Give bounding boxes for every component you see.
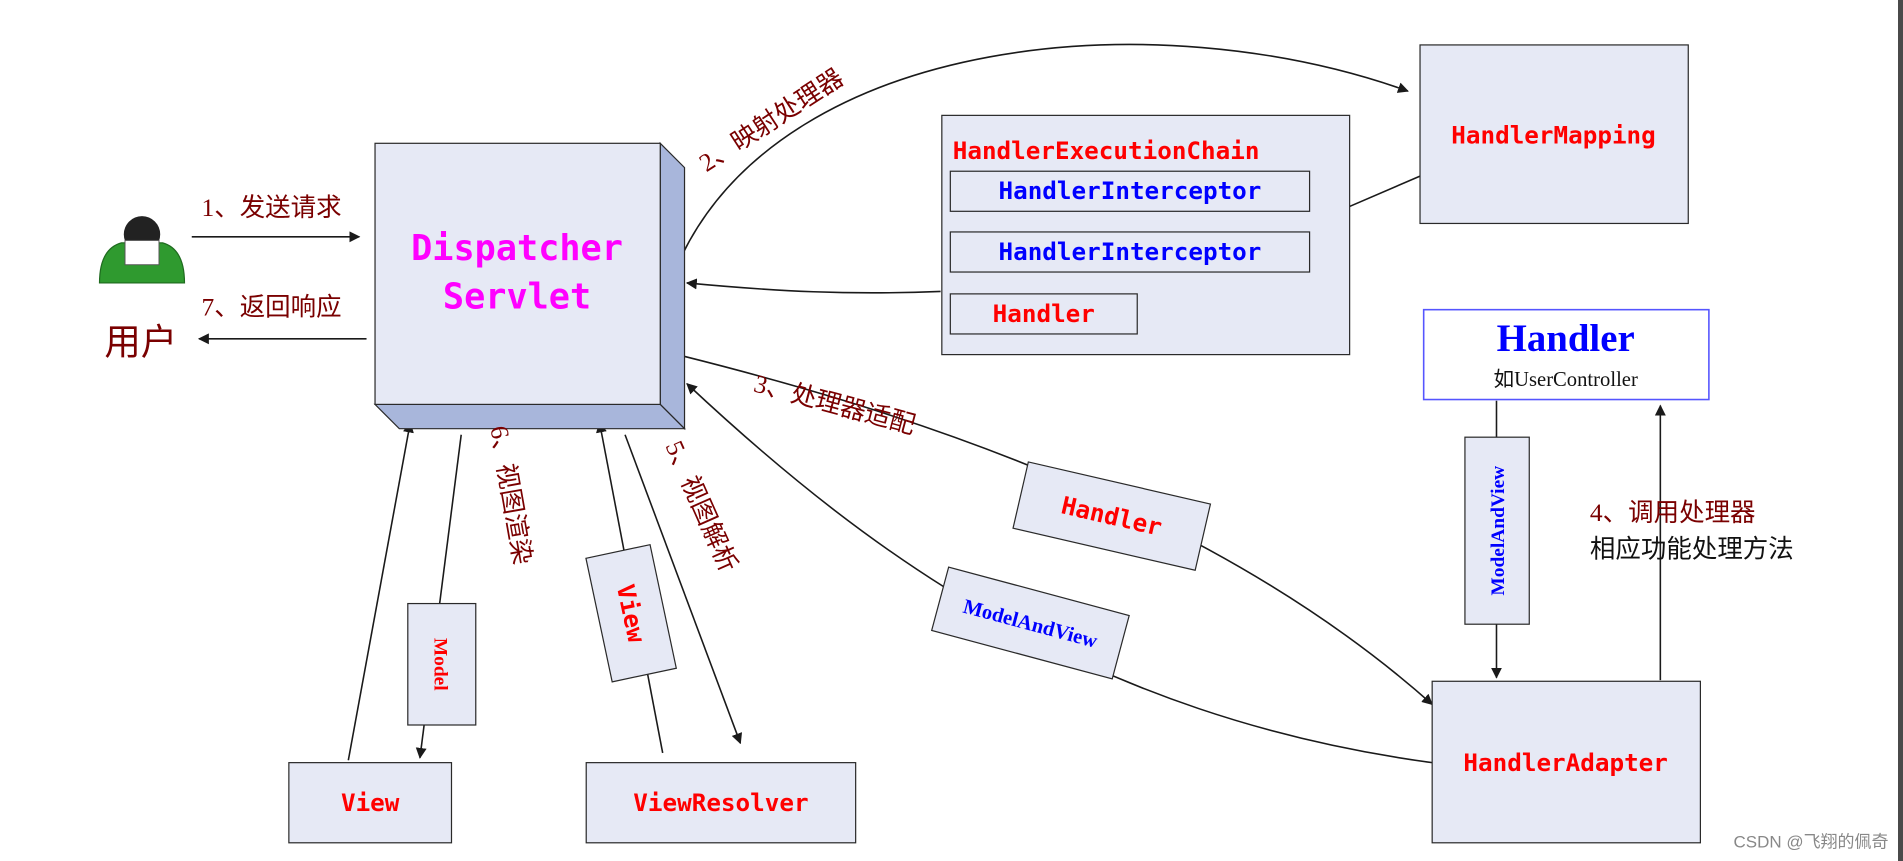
window-edge — [1898, 0, 1903, 861]
view-box-label: View — [341, 788, 400, 817]
dispatcher-label-line2: Servlet — [443, 276, 591, 317]
step-4-label-line2: 相应功能处理方法 — [1590, 534, 1794, 563]
model-and-view-vertical-tag: ModelAndView — [1464, 436, 1530, 625]
view-tag: View — [585, 543, 678, 683]
step-7-label: 7、返回响应 — [201, 293, 341, 322]
dispatcher-servlet-box: Dispatcher Servlet — [373, 141, 686, 431]
step-1-label: 1、发送请求 — [201, 193, 341, 222]
watermark: CSDN @飞翔的佩奇 — [1734, 833, 1889, 852]
interceptor-label-2: HandlerInterceptor — [999, 237, 1262, 266]
dispatcher-label-line1: Dispatcher — [411, 228, 623, 269]
view-resolver-label: ViewResolver — [633, 788, 808, 817]
chain-handler-box — [949, 293, 1138, 335]
step-3-label: 3、处理器适配 — [751, 369, 918, 440]
handler-tag: Handler — [1012, 461, 1212, 572]
model-and-view-tag: ModelAndView — [930, 566, 1130, 680]
arrow-view-to-dispatcher — [347, 421, 414, 761]
arrow-adapter-to-dispatcher — [686, 383, 1433, 764]
step-4-label-line1: 4、调用处理器 — [1590, 498, 1756, 527]
model-and-view-vertical-label: ModelAndView — [1488, 466, 1509, 596]
step-2-label: 2、映射处理器 — [694, 63, 849, 178]
step-5-label: 5、视图解析 — [660, 436, 743, 576]
arrow-dispatcher-to-resolver — [624, 434, 743, 745]
interceptor-box-2 — [949, 231, 1311, 273]
handler-subtitle: 如UserController — [1494, 368, 1638, 391]
model-tag: Model — [407, 602, 477, 726]
handler-mapping-label: HandlerMapping — [1451, 120, 1655, 149]
arrow-to-handler-mapping — [681, 43, 1409, 256]
step-6-label: 6、视图渲染 — [484, 423, 537, 566]
user-label: 用户 — [104, 323, 177, 363]
chain-title: HandlerExecutionChain — [953, 136, 1260, 165]
interceptor-box-1 — [949, 170, 1311, 212]
handler-box: Handler 如UserController — [1422, 308, 1710, 401]
handler-mapping-box: HandlerMapping — [1419, 44, 1689, 225]
handler-title: Handler — [1497, 317, 1635, 360]
handler-execution-chain-box: HandlerExecutionChain HandlerInterceptor… — [941, 114, 1351, 356]
model-tag-label: Model — [430, 638, 451, 691]
user-figure: 用户 — [98, 216, 186, 363]
line-mapping-to-chain — [1349, 175, 1421, 208]
handler-adapter-label: HandlerAdapter — [1463, 748, 1667, 777]
interceptor-label-1: HandlerInterceptor — [999, 176, 1262, 205]
view-box: View — [288, 762, 453, 844]
person-icon — [98, 216, 186, 284]
handler-adapter-box: HandlerAdapter — [1431, 680, 1702, 844]
view-resolver-box: ViewResolver — [585, 762, 857, 844]
arrow-chain-to-dispatcher — [685, 278, 941, 294]
chain-handler-label: Handler — [993, 299, 1095, 328]
